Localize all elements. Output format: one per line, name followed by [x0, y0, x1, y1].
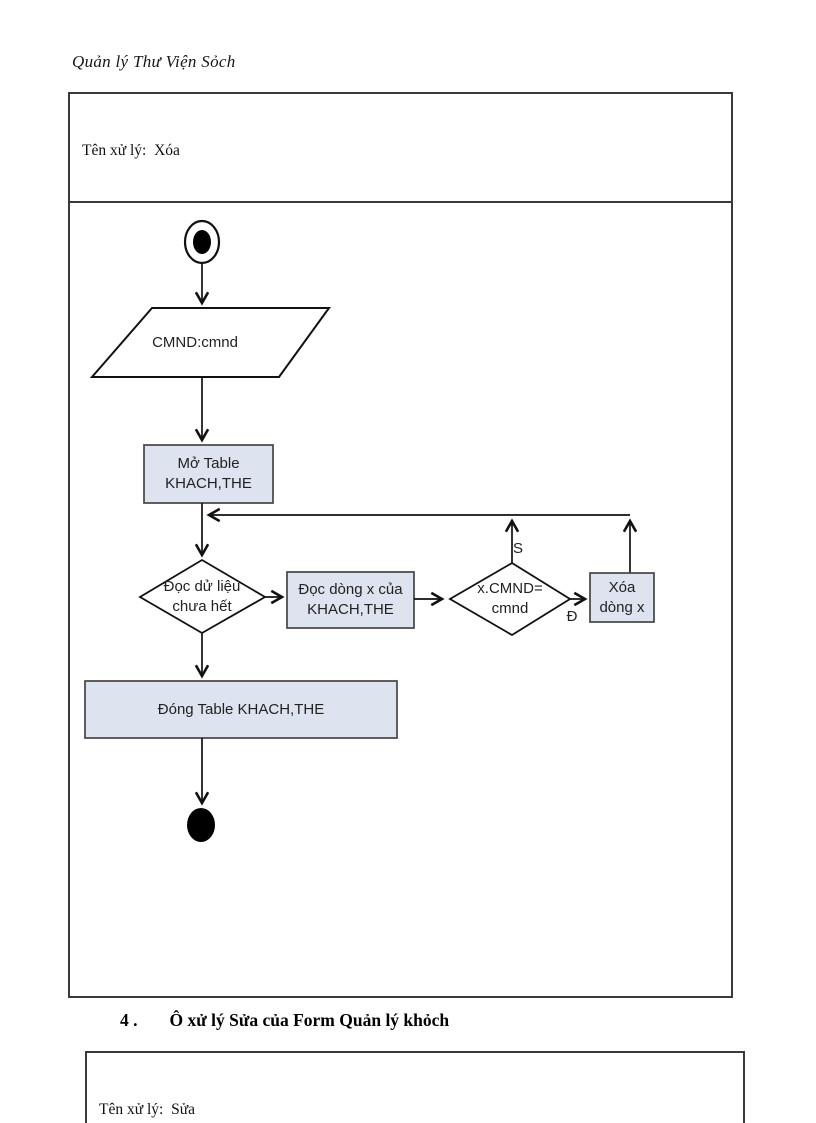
process-info-box-delete: Tên xử lý: Xóa Form: Quản lý khách Input… — [68, 92, 733, 411]
delete-row-label: Xóa dòng x — [599, 578, 645, 616]
branch-label-yes-d: Đ — [566, 607, 578, 625]
section-heading-number: 4 . — [120, 1010, 138, 1030]
section-heading-title: Ô xử lý Sửa của Form Quản lý khỏch — [169, 1010, 450, 1030]
input-parallelogram-label: CMND:cmnd — [152, 334, 238, 352]
close-table-label: Đóng Table KHACH,THE — [157, 700, 325, 718]
open-table-label: Mở Table KHACH,THE — [165, 455, 252, 492]
info-line-ten-xu-ly: Tên xử lý: Xóa — [82, 142, 180, 159]
delete-row-process — [589, 572, 655, 623]
close-table-process — [84, 680, 398, 739]
branch-label-no-s: S — [512, 539, 523, 557]
flowchart-drawing — [84, 219, 655, 842]
compare-label: x.CMND= cmnd — [477, 580, 543, 617]
info-line-ten-xu-ly: Tên xử lý: Sửa — [99, 1101, 196, 1118]
section-heading: 4 . Ô xử lý Sửa của Form Quản lý khỏch — [120, 1010, 449, 1031]
input-parallelogram — [89, 307, 331, 378]
flowchart-canvas: CMND:cmnd Mở Table KHACH,THE Đọc dử liệu… — [68, 203, 733, 998]
end-node — [187, 808, 215, 842]
read-row-label: Đọc dòng x của KHACH,THE — [298, 581, 403, 618]
page-header-title: Quản lý Thư Viện Sỏch — [72, 52, 236, 71]
start-node-inner — [193, 230, 211, 254]
process-info-box-edit: Tên xử lý: Sửa Form: Quản lý khách Input… — [85, 1051, 745, 1123]
read-check-label: Đọc dử liệu chưa hết — [163, 577, 241, 615]
compare-diamond — [448, 561, 572, 637]
open-table-process — [143, 444, 274, 504]
read-row-process — [286, 571, 415, 629]
